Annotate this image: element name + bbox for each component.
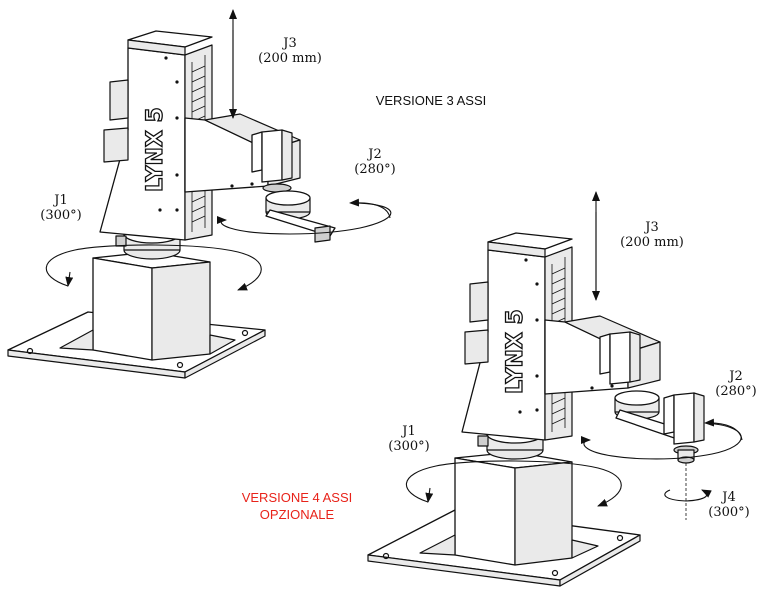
robot-4axis-drawing: LYNX 5 bbox=[367, 232, 705, 587]
j3-name-4axis: J3 bbox=[645, 220, 659, 235]
j2-label-4axis: J2 (280°) bbox=[704, 369, 758, 399]
robot-3axis-drawing: LYNX 5 bbox=[7, 30, 336, 379]
j1-name-4axis: J1 bbox=[402, 424, 416, 439]
caption-3axis: VERSIONE 3 ASSI bbox=[375, 93, 487, 108]
j4-range-4axis: (300°) bbox=[708, 505, 750, 520]
robot-4axis-arrows bbox=[405, 191, 743, 507]
j2-name-4axis: J2 bbox=[729, 369, 743, 384]
j3-range-4axis: (200 mm) bbox=[620, 235, 684, 250]
j4-label-4axis: J4 (300°) bbox=[700, 490, 758, 520]
j2-label-3axis: J2 (280°) bbox=[340, 147, 410, 177]
lynx-logo-4axis: LYNX 5 bbox=[503, 309, 528, 394]
j2-range-3axis: (280°) bbox=[354, 162, 396, 177]
j1-range-3axis: (300°) bbox=[40, 208, 82, 223]
j1-name-3axis: J1 bbox=[54, 193, 68, 208]
caption-4axis-line2: OPZIONALE bbox=[259, 507, 335, 522]
j3-label-3axis: J3 (200 mm) bbox=[250, 36, 330, 66]
j3-label-4axis: J3 (200 mm) bbox=[612, 220, 692, 250]
j1-rotation-arrow-3axis bbox=[45, 244, 262, 291]
j1-label-4axis: J1 (300°) bbox=[376, 424, 442, 454]
lynx-logo-3axis: LYNX 5 bbox=[143, 107, 168, 192]
caption-4axis-line1: VERSIONE 4 ASSI bbox=[241, 490, 353, 505]
j2-rotation-arrow-3axis bbox=[216, 202, 392, 235]
j4-rotation-arrow-4axis bbox=[664, 489, 712, 502]
j1-label-3axis: J1 (300°) bbox=[26, 193, 96, 223]
j3-name-3axis: J3 bbox=[283, 36, 297, 51]
j2-range-4axis: (280°) bbox=[715, 384, 757, 399]
caption-4axis-optional: VERSIONE 4 ASSI OPZIONALE bbox=[222, 489, 372, 523]
j3-range-3axis: (200 mm) bbox=[258, 51, 322, 66]
j1-rotation-arrow-4axis bbox=[405, 460, 622, 507]
j4-name-4axis: J4 bbox=[722, 490, 736, 505]
j2-name-3axis: J2 bbox=[368, 147, 382, 162]
robot-3axis-arrows bbox=[45, 9, 392, 291]
j1-range-4axis: (300°) bbox=[388, 439, 430, 454]
